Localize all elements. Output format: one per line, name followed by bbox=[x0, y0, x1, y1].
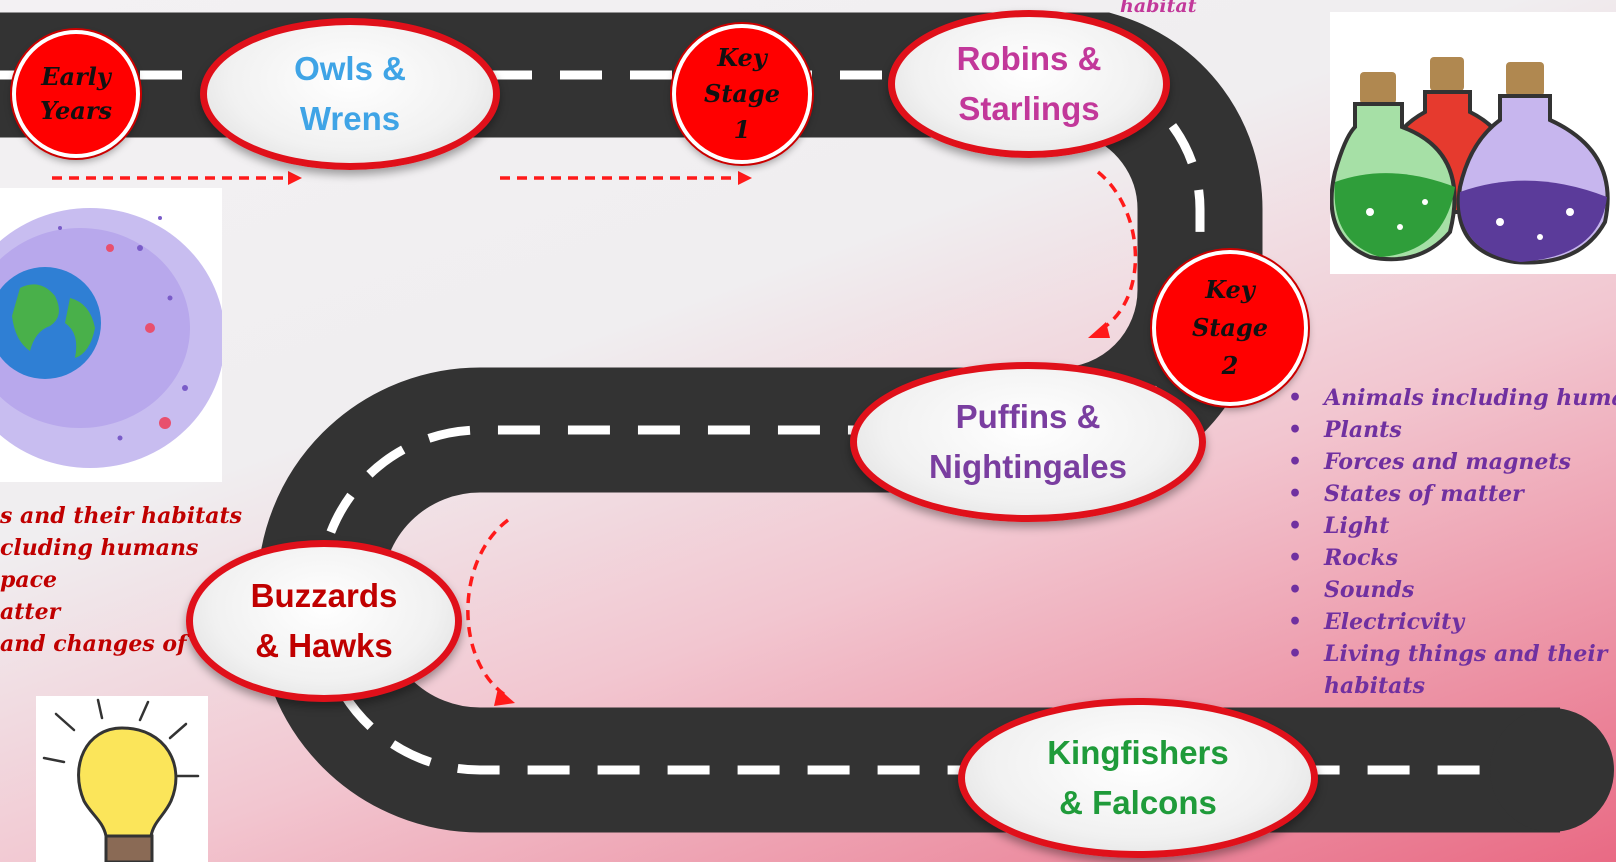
right-topic: Living things and their habitats bbox=[1280, 638, 1614, 702]
earth-space-image bbox=[0, 188, 222, 482]
right-topic: States of matter bbox=[1280, 478, 1616, 510]
right-topic: Rocks bbox=[1280, 542, 1616, 574]
left-topic: cluding humans bbox=[0, 535, 199, 561]
earth-space-icon bbox=[0, 208, 222, 468]
left-topic: and changes of bbox=[0, 631, 187, 657]
arrowhead-2 bbox=[738, 171, 752, 185]
class-kingfishers-falcons: Kingfishers & Falcons bbox=[958, 698, 1318, 858]
progress-arrow-3 bbox=[1096, 170, 1138, 332]
key-stage-1-badge: Key Stage 1 bbox=[672, 24, 812, 164]
left-topic: atter bbox=[0, 599, 61, 625]
potion-bottles-icon bbox=[1330, 57, 1610, 265]
road-end bbox=[1490, 708, 1614, 832]
arrowhead-1 bbox=[288, 171, 302, 185]
right-topics-list: Animals including huma Plants Forces and… bbox=[1280, 382, 1616, 702]
top-right-caption: habitat bbox=[1120, 0, 1197, 17]
potion-bottles-image bbox=[1330, 12, 1616, 274]
class-buzzards-hawks: Buzzards & Hawks bbox=[186, 540, 462, 702]
left-topic: pace bbox=[0, 567, 58, 593]
lightbulb-image bbox=[36, 696, 208, 862]
left-topics-list: s and their habitats cluding humans pace… bbox=[0, 500, 242, 660]
right-topic: Electricvity bbox=[1280, 606, 1616, 638]
class-puffins-nightingales: Puffins & Nightingales bbox=[850, 362, 1206, 522]
early-years-badge: Early Years bbox=[12, 30, 140, 158]
right-topic: Light bbox=[1280, 510, 1616, 542]
right-topic: Animals including huma bbox=[1280, 382, 1616, 414]
arrowhead-4 bbox=[494, 688, 515, 706]
class-robins-starlings: Robins & Starlings bbox=[888, 10, 1170, 158]
arrowhead-3 bbox=[1088, 322, 1110, 338]
lightbulb-icon bbox=[42, 698, 200, 862]
left-topic: s and their habitats bbox=[0, 503, 243, 529]
right-topic: Sounds bbox=[1280, 574, 1616, 606]
right-topic: Plants bbox=[1280, 414, 1616, 446]
key-stage-2-badge: Key Stage 2 bbox=[1152, 250, 1308, 406]
right-topic: Forces and magnets bbox=[1280, 446, 1616, 478]
progress-arrow-4 bbox=[466, 518, 510, 697]
class-owls-wrens: Owls & Wrens bbox=[200, 18, 500, 170]
